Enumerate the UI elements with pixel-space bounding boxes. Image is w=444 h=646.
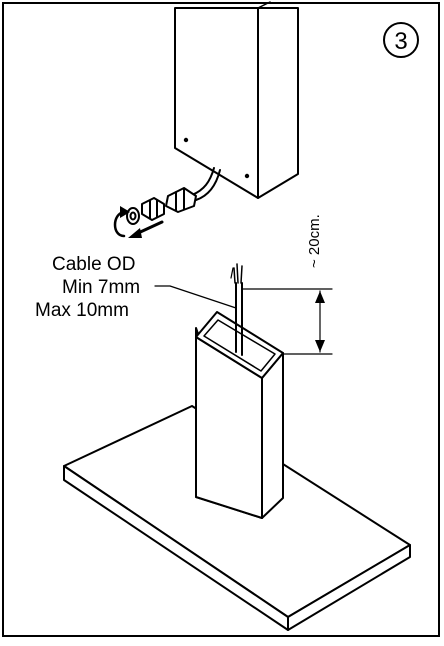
step-marker: 3 bbox=[383, 22, 419, 58]
distance-dimension: ~ 20cm. bbox=[241, 214, 333, 355]
cable-max-label: Max 10mm bbox=[35, 300, 129, 321]
lower-chimney bbox=[195, 311, 284, 519]
upper-cable bbox=[191, 167, 221, 201]
upper-chimney bbox=[174, 1, 299, 199]
cable-gland-icon bbox=[113, 187, 197, 238]
lower-cable bbox=[230, 263, 243, 356]
cable-od-label: Cable OD bbox=[52, 254, 135, 275]
step-number: 3 bbox=[394, 28, 407, 55]
hood-canopy bbox=[63, 405, 411, 631]
cable-od-annotation: Cable OD Min 7mm Max 10mm bbox=[35, 254, 237, 321]
distance-label: ~ 20cm. bbox=[306, 214, 323, 268]
cable-min-label: Min 7mm bbox=[62, 277, 140, 298]
diagram-frame bbox=[2, 2, 440, 637]
